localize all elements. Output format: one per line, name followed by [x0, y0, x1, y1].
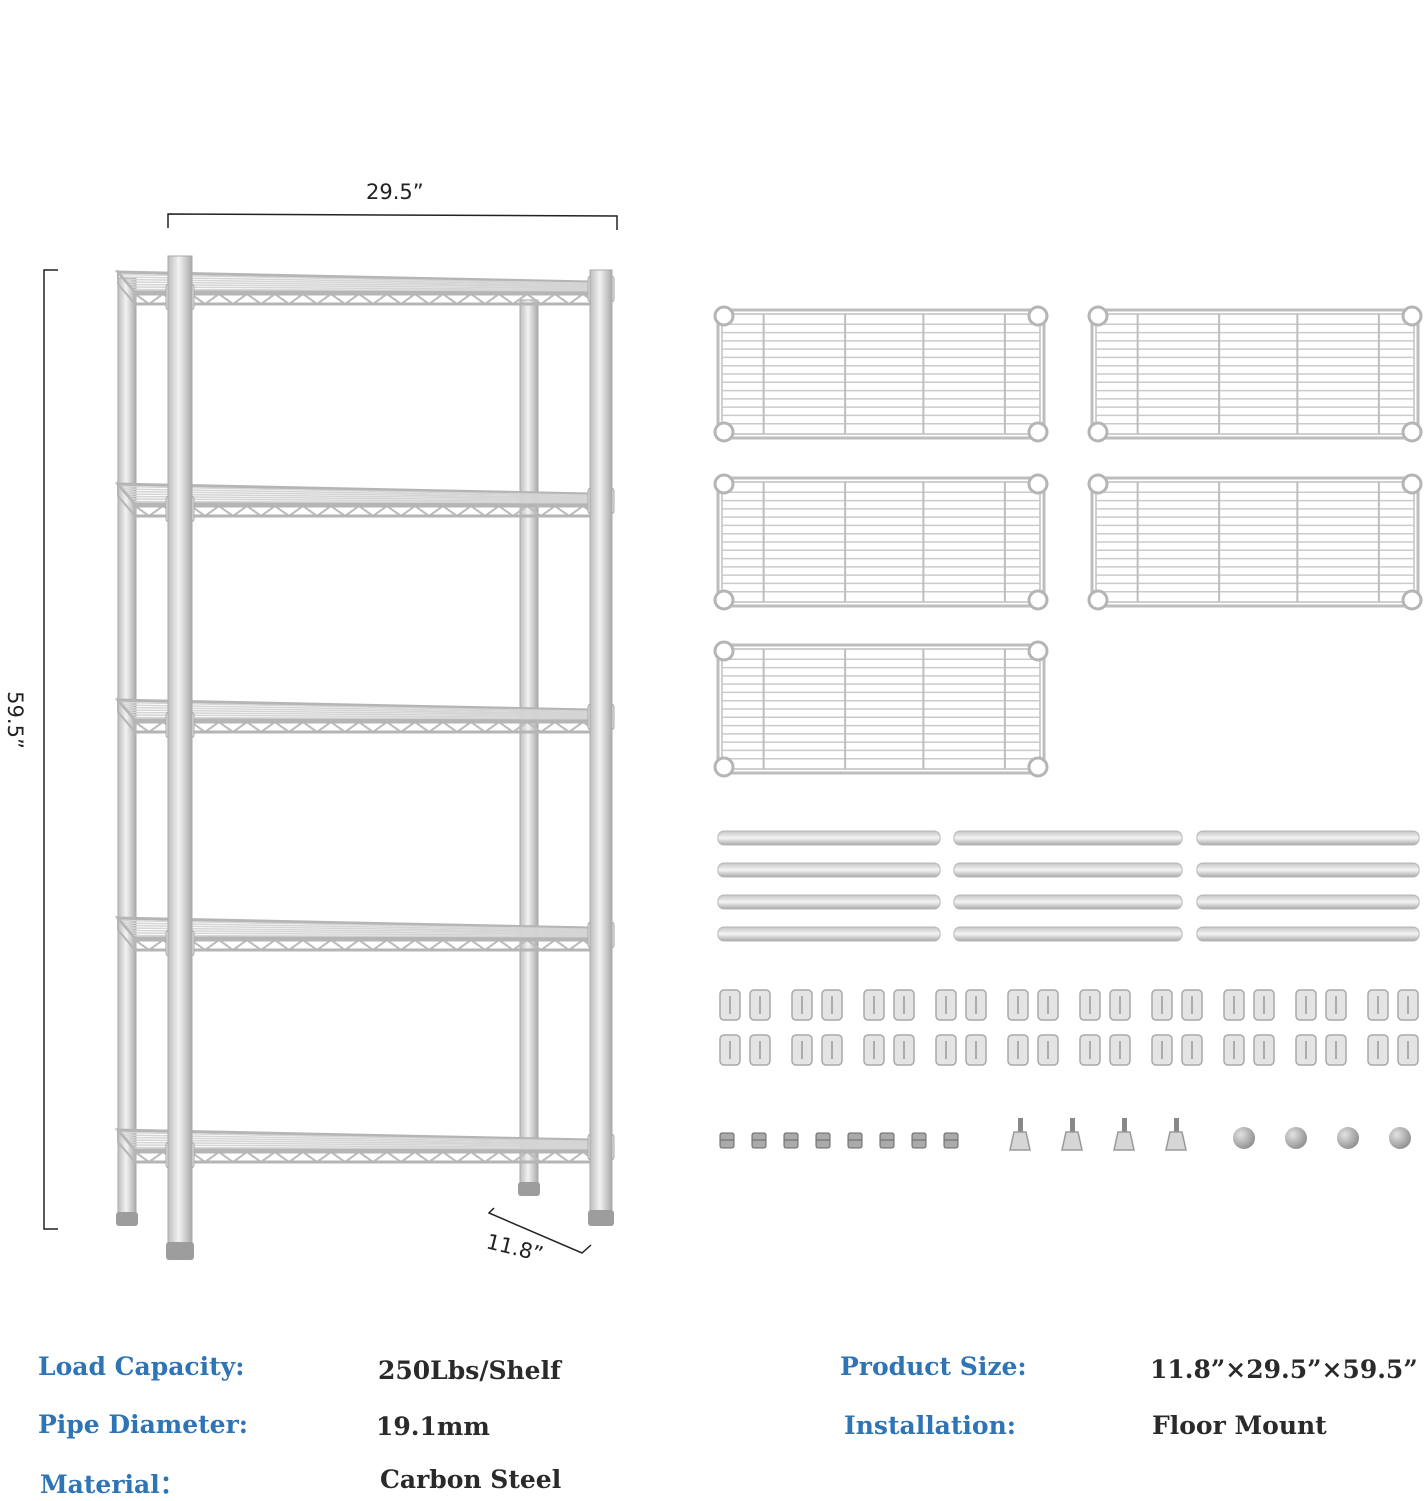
- end-cap: [1337, 1127, 1359, 1149]
- installation-label: Installation:: [844, 1411, 1017, 1440]
- sleeve: [1079, 989, 1101, 1021]
- shelf-panel: [713, 305, 1049, 443]
- shelf-panel: [1087, 473, 1423, 611]
- leveling-foot: [1165, 1118, 1187, 1151]
- connector: [719, 1132, 735, 1149]
- pole: [717, 926, 941, 942]
- sleeve: [1367, 1034, 1389, 1066]
- assembled-shelf: [114, 1127, 615, 1169]
- sleeve: [863, 1034, 885, 1066]
- sleeve: [1109, 1034, 1131, 1066]
- connector: [943, 1132, 959, 1149]
- sleeve: [1151, 989, 1173, 1021]
- product-illustration: [43, 213, 1423, 1260]
- sleeve: [893, 1034, 915, 1066]
- connector: [783, 1132, 799, 1149]
- pole: [717, 830, 941, 846]
- installation-value: Floor Mount: [1152, 1411, 1327, 1440]
- leveling-foot: [1061, 1118, 1083, 1151]
- sleeve: [1295, 1034, 1317, 1066]
- sleeve: [821, 989, 843, 1021]
- end-cap: [1389, 1127, 1411, 1149]
- sleeve: [791, 989, 813, 1021]
- sleeve: [1109, 989, 1131, 1021]
- sleeve: [1253, 989, 1275, 1021]
- load-capacity-label: Load Capacity:: [38, 1352, 245, 1381]
- sleeve: [965, 989, 987, 1021]
- sleeve: [749, 989, 771, 1021]
- sleeve: [965, 1034, 987, 1066]
- hardware-group: [719, 1118, 1411, 1151]
- sleeve: [749, 1034, 771, 1066]
- sleeve: [1397, 989, 1419, 1021]
- load-capacity-value: 250Lbs/Shelf: [378, 1356, 561, 1385]
- connector: [751, 1132, 767, 1149]
- shelf-unit: [114, 255, 615, 1260]
- sleeve: [1037, 1034, 1059, 1066]
- sleeve: [1181, 989, 1203, 1021]
- sleeve: [1223, 1034, 1245, 1066]
- material-value: Carbon Steel: [380, 1465, 562, 1494]
- sleeve: [1325, 989, 1347, 1021]
- sleeve: [1253, 1034, 1275, 1066]
- sleeve: [1079, 1034, 1101, 1066]
- depth-dimension-line: [487, 1207, 592, 1254]
- height-dimension-line: [43, 269, 58, 1230]
- sleeve: [1295, 989, 1317, 1021]
- sleeve: [893, 989, 915, 1021]
- sleeve: [1037, 989, 1059, 1021]
- leveling-foot: [1113, 1118, 1135, 1151]
- sleeve: [863, 989, 885, 1021]
- width-dimension-line: [167, 213, 618, 230]
- shelf-panel: [713, 640, 1049, 778]
- pole: [953, 894, 1183, 910]
- pole: [1196, 830, 1420, 846]
- leveling-foot: [1009, 1118, 1031, 1151]
- material-label: Material：: [40, 1470, 185, 1499]
- sleeve: [935, 989, 957, 1021]
- sleeve: [1223, 989, 1245, 1021]
- poles-group: [717, 830, 1420, 942]
- sleeve: [935, 1034, 957, 1066]
- pipe-diameter-label: Pipe Diameter:: [38, 1410, 248, 1439]
- sleeve: [1325, 1034, 1347, 1066]
- connector: [879, 1132, 895, 1149]
- pipe-diameter-value: 19.1mm: [376, 1412, 490, 1441]
- sleeve: [791, 1034, 813, 1066]
- pole: [717, 894, 941, 910]
- sleeves-group: [719, 989, 1419, 1066]
- pole: [953, 830, 1183, 846]
- connector: [847, 1132, 863, 1149]
- pole: [1196, 862, 1420, 878]
- height-dimension-label: 59.5”: [2, 691, 27, 749]
- pole: [1196, 894, 1420, 910]
- end-cap: [1285, 1127, 1307, 1149]
- shelf-panel: [1087, 305, 1423, 443]
- width-dimension-label: 29.5”: [366, 180, 424, 204]
- sleeve: [1007, 1034, 1029, 1066]
- end-cap: [1233, 1127, 1255, 1149]
- sleeve: [719, 1034, 741, 1066]
- pole: [953, 862, 1183, 878]
- product-size-label: Product Size:: [840, 1352, 1027, 1381]
- sleeve: [1397, 1034, 1419, 1066]
- pole: [953, 926, 1183, 942]
- sleeve: [1151, 1034, 1173, 1066]
- assembled-shelf: [114, 481, 615, 523]
- pole: [1196, 926, 1420, 942]
- connector: [815, 1132, 831, 1149]
- sleeve: [1007, 989, 1029, 1021]
- shelf-panel: [713, 473, 1049, 611]
- product-size-value: 11.8”×29.5”×59.5”: [1150, 1355, 1418, 1384]
- sleeve: [719, 989, 741, 1021]
- connector: [911, 1132, 927, 1149]
- pole: [717, 862, 941, 878]
- shelf-panels: [713, 305, 1423, 778]
- sleeve: [1367, 989, 1389, 1021]
- sleeve: [821, 1034, 843, 1066]
- sleeve: [1181, 1034, 1203, 1066]
